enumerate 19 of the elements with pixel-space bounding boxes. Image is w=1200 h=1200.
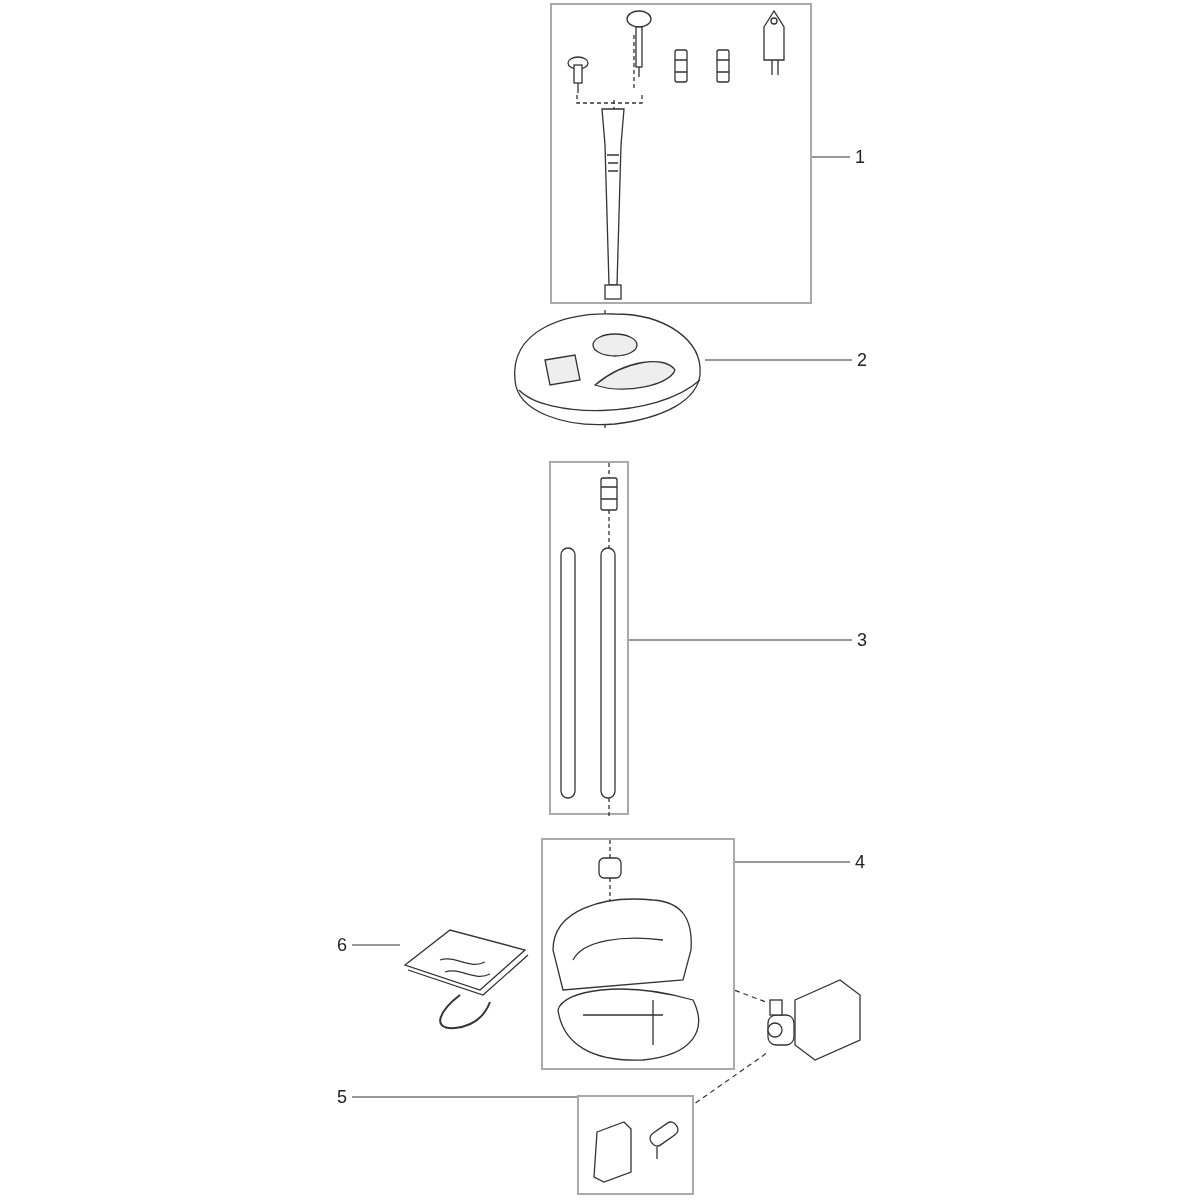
callout-number: 1 <box>850 145 870 169</box>
leader-line <box>693 1053 767 1105</box>
leader-line <box>704 359 853 361</box>
leader-line <box>734 989 767 1003</box>
callout-number: 3 <box>852 628 872 652</box>
leader-line <box>351 1096 578 1098</box>
callout-number: 5 <box>332 1085 352 1109</box>
part-group-frame <box>549 461 629 815</box>
part-group-frame <box>541 838 735 1070</box>
part-group-frame <box>577 1095 694 1195</box>
pump-drawing <box>766 978 862 1062</box>
callout-number: 4 <box>850 850 870 874</box>
leader-line <box>628 639 853 641</box>
leader-line <box>734 861 851 863</box>
callout-number: 6 <box>332 933 352 957</box>
leader-line <box>351 944 401 946</box>
leader-line <box>811 156 851 158</box>
part-group-frame <box>550 3 812 304</box>
callout-number: 2 <box>852 348 872 372</box>
